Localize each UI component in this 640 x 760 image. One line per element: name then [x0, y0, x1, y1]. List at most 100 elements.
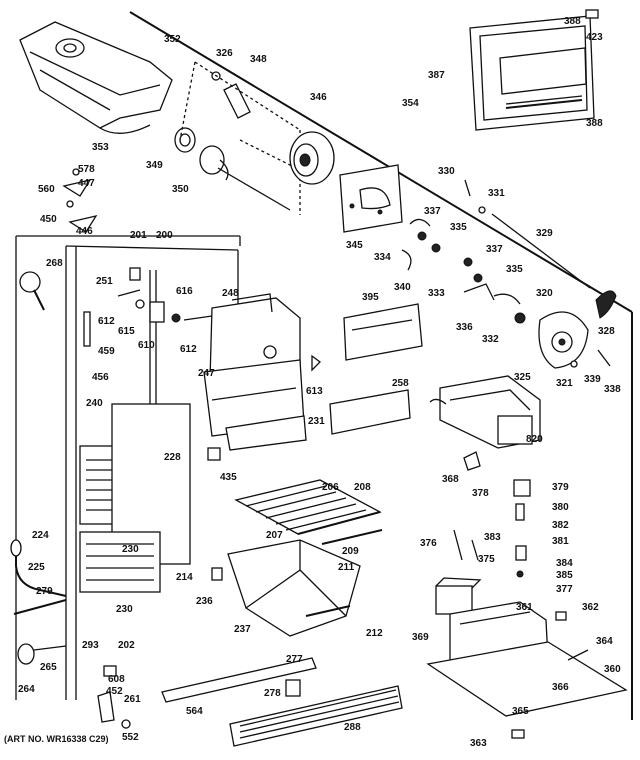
part-number-label: 346	[310, 92, 327, 103]
part-number-label: 293	[82, 640, 99, 651]
part-number-label: 201	[130, 230, 147, 241]
shelf-206	[234, 479, 383, 545]
part-number-label: 369	[412, 632, 429, 643]
part-number-label: 206	[322, 482, 339, 493]
part-number-label: 348	[250, 54, 267, 65]
part-number-label: 345	[346, 240, 363, 251]
crisper-bin-211	[227, 539, 361, 637]
part-number-label: 363	[470, 738, 487, 749]
part-number-label: 336	[456, 322, 473, 333]
tray-360	[426, 641, 628, 717]
part-435	[207, 447, 221, 461]
part-number-label: 613	[306, 386, 323, 397]
part-number-label: 321	[556, 378, 573, 389]
part-number-label: 265	[40, 662, 57, 673]
part-number-label: 279	[36, 586, 53, 597]
part-number-label: 208	[354, 482, 371, 493]
cover-258	[329, 389, 411, 435]
part-number-label: 365	[512, 706, 529, 717]
part-number-label: 349	[146, 160, 163, 171]
part-number-label: 230	[116, 604, 133, 615]
art-number: (ART NO. WR16338 C29)	[4, 734, 109, 744]
roller-278	[285, 679, 301, 697]
part-number-label: 360	[604, 664, 621, 675]
part-number-label: 258	[392, 378, 409, 389]
part-number-label: 264	[18, 684, 35, 695]
part-number-label: 339	[584, 374, 601, 385]
part-number-label: 456	[92, 372, 109, 383]
part-number-label: 578	[78, 164, 95, 175]
part-number-label: 247	[198, 368, 215, 379]
part-number-label: 200	[156, 230, 173, 241]
lower-coil	[79, 531, 161, 593]
part-number-label: 332	[482, 334, 499, 345]
motor-mount-plate-345	[339, 164, 403, 233]
part-number-label: 379	[552, 482, 569, 493]
part-number-label: 261	[124, 694, 141, 705]
part-number-label: 338	[604, 384, 621, 395]
fan-613	[311, 354, 321, 372]
part-number-label: 820	[526, 434, 543, 445]
part-number-label: 395	[362, 292, 379, 303]
part-number-label: 380	[552, 502, 569, 513]
part-number-label: 423	[586, 32, 603, 43]
part-number-label: 224	[32, 530, 49, 541]
small-parts-321-339	[570, 349, 611, 368]
part-number-label: 335	[506, 264, 523, 275]
part-number-label: 228	[164, 452, 181, 463]
part-number-label: 211	[338, 562, 355, 573]
part-number-label: 387	[428, 70, 445, 81]
part-number-label: 320	[536, 288, 553, 299]
part-number-label: 337	[424, 206, 441, 217]
dispenser-housing	[203, 293, 307, 451]
part-number-label: 435	[220, 472, 237, 483]
part-number-label: 378	[472, 488, 489, 499]
light-socket-268	[19, 271, 45, 311]
part-number-label: 328	[598, 326, 615, 337]
label-plate-395	[343, 303, 423, 361]
part-number-label: 377	[556, 584, 573, 595]
part-number-label: 552	[122, 732, 139, 743]
part-number-label: 447	[78, 178, 95, 189]
part-number-label: 376	[420, 538, 437, 549]
part-number-label: 354	[402, 98, 419, 109]
part-number-label: 366	[552, 682, 569, 693]
ice-maker-820	[429, 375, 541, 449]
part-number-label: 350	[172, 184, 189, 195]
part-number-label: 608	[108, 674, 125, 685]
clip-362	[555, 611, 567, 621]
part-number-label: 325	[514, 372, 531, 383]
part-number-label: 231	[308, 416, 325, 427]
auger-gear-349	[174, 127, 196, 153]
trim-strip-459	[83, 311, 91, 347]
part-number-label: 202	[118, 640, 135, 651]
part-number-label: 248	[222, 288, 239, 299]
part-number-label: 209	[342, 546, 359, 557]
part-number-label: 212	[366, 628, 383, 639]
part-number-label: 560	[38, 184, 55, 195]
part-number-label: 382	[552, 520, 569, 531]
part-number-label: 364	[596, 636, 613, 647]
auger-motor-346	[289, 131, 335, 185]
part-number-label: 288	[344, 722, 361, 733]
part-number-label: 251	[96, 276, 113, 287]
part-number-label: 612	[98, 316, 115, 327]
bottom-left-parts	[17, 643, 131, 729]
part-number-label: 278	[264, 688, 281, 699]
linkage-assembly	[401, 179, 591, 324]
part-number-label: 388	[564, 16, 581, 27]
ice-bucket	[19, 21, 173, 134]
part-number-label: 331	[488, 188, 505, 199]
part-number-label: 459	[98, 346, 115, 357]
part-number-label: 388	[586, 118, 603, 129]
part-number-label: 564	[186, 706, 203, 717]
part-number-label: 352	[164, 34, 181, 45]
part-number-label: 340	[394, 282, 411, 293]
part-number-label: 214	[176, 572, 193, 583]
part-number-label: 334	[374, 252, 391, 263]
small-parts-right	[453, 451, 531, 578]
part-number-label: 329	[536, 228, 553, 239]
dispenser-panel	[469, 9, 599, 131]
